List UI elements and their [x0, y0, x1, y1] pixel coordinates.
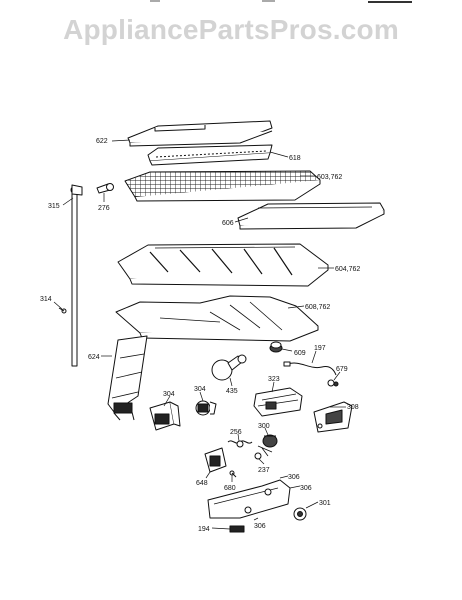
- label-237: 237: [258, 467, 270, 474]
- leader-606: [234, 217, 249, 223]
- label-648: 648: [196, 480, 208, 487]
- part-608-tray: [115, 295, 319, 342]
- label-306a: 306: [288, 474, 300, 481]
- part-618-bracket: [147, 144, 273, 166]
- leader-618: [269, 151, 289, 158]
- leader-306c: [253, 517, 259, 521]
- leader-648: [205, 471, 211, 479]
- leader-300: [264, 427, 269, 436]
- part-603-wire-shelf: [124, 170, 321, 202]
- label-435: 435: [226, 388, 238, 395]
- leader-237: [258, 458, 265, 465]
- label-680: 680: [224, 485, 236, 492]
- leader-304a: [163, 395, 171, 407]
- part-237-clip: [254, 452, 262, 460]
- label-622: 622: [96, 138, 108, 145]
- part-194-connector: [229, 525, 245, 533]
- leader-194: [211, 527, 231, 530]
- part-300-knob: [257, 434, 278, 457]
- part-680-screw: [229, 470, 237, 478]
- part-604-crisper-cover: [117, 243, 329, 287]
- label-306b: 306: [300, 485, 312, 492]
- leader-301: [305, 501, 319, 509]
- label-604: 604,762: [335, 266, 360, 273]
- label-300: 300: [258, 423, 270, 430]
- label-304b: 304: [194, 386, 206, 393]
- leader-323: [271, 381, 275, 393]
- part-609-knob: [269, 341, 283, 353]
- leader-608: [287, 305, 305, 309]
- watermark: AppliancePartsPros.com: [63, 14, 399, 45]
- part-648-switch: [204, 447, 227, 473]
- label-323: 323: [268, 376, 280, 383]
- label-308: 308: [347, 404, 359, 411]
- label-197: 197: [314, 345, 326, 352]
- leader-306a: [279, 475, 289, 479]
- leader-256: [237, 433, 240, 442]
- label-609: 609: [294, 350, 306, 357]
- leader-197: [311, 350, 317, 364]
- leader-314: [53, 301, 63, 310]
- part-308-bracket: [313, 401, 353, 433]
- label-315: 315: [48, 203, 60, 210]
- part-323-housing: [253, 387, 303, 417]
- part-301-nut: [293, 507, 307, 521]
- part-304-light: [195, 400, 217, 416]
- label-306c: 306: [254, 523, 266, 530]
- leader-679: [333, 371, 341, 381]
- leader-435: [229, 377, 233, 387]
- part-197-wire: [283, 361, 337, 376]
- part-679-clip: [327, 379, 339, 387]
- label-679: 679: [336, 366, 348, 373]
- label-618: 618: [289, 155, 301, 162]
- part-314-screw: [58, 307, 67, 314]
- part-315-rod: [70, 184, 83, 367]
- top-edge-marks: [150, 0, 412, 3]
- label-603: 603,762: [317, 174, 342, 181]
- label-304a: 304: [163, 391, 175, 398]
- label-608: 608,762: [305, 304, 330, 311]
- part-276-pin: [96, 183, 114, 194]
- label-276: 276: [98, 205, 110, 212]
- label-256: 256: [230, 429, 242, 436]
- part-622-cover: [127, 120, 273, 147]
- label-314: 314: [40, 296, 52, 303]
- leader-304b: [199, 391, 204, 402]
- part-256-spring: [227, 440, 253, 448]
- label-606: 606: [222, 220, 234, 227]
- label-624: 624: [88, 354, 100, 361]
- leader-622: [111, 139, 131, 142]
- label-301: 301: [319, 500, 331, 507]
- part-624-cover: [107, 335, 148, 421]
- part-435-bulb: [211, 354, 247, 381]
- leader-315: [62, 197, 74, 206]
- part-306-base: [207, 479, 291, 519]
- leader-306b: [289, 485, 301, 489]
- part-606-panel: [237, 202, 385, 230]
- leader-609: [281, 348, 293, 352]
- label-194: 194: [198, 526, 210, 533]
- part-304-socket: [149, 401, 181, 431]
